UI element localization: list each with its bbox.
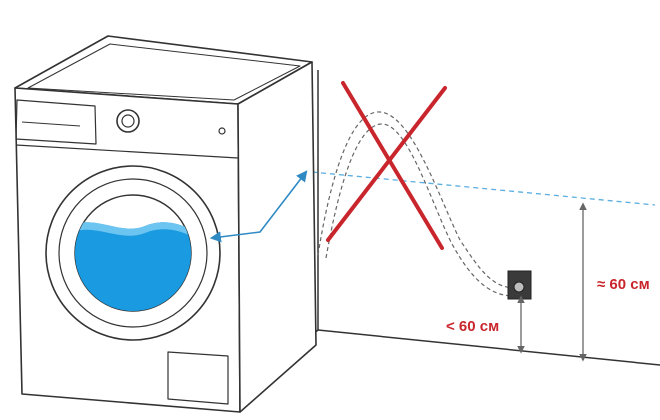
program-knob — [116, 109, 140, 133]
floor-line — [317, 329, 660, 366]
height-less-label: < 60 см — [446, 318, 499, 335]
drain-hose-loop — [317, 111, 517, 297]
detergent-drawer — [15, 99, 97, 145]
water-level-arrow — [209, 170, 308, 243]
door-mid-ring — [58, 178, 208, 328]
height-approx-label: ≈ 60 см — [597, 276, 650, 293]
machine-top-inner — [27, 43, 301, 101]
drum-water — [75, 222, 191, 311]
drawer-handle — [21, 121, 81, 127]
program-knob-inner — [121, 114, 135, 128]
machine-side — [237, 61, 317, 413]
power-button — [218, 127, 226, 135]
drum-water-highlight — [75, 222, 191, 240]
panel-bottom-edge — [15, 144, 239, 159]
sewer-outlet-pipe — [513, 281, 525, 293]
wrong-cross-icon — [326, 81, 447, 250]
reference-level-line — [311, 171, 656, 206]
service-hatch — [167, 351, 229, 405]
